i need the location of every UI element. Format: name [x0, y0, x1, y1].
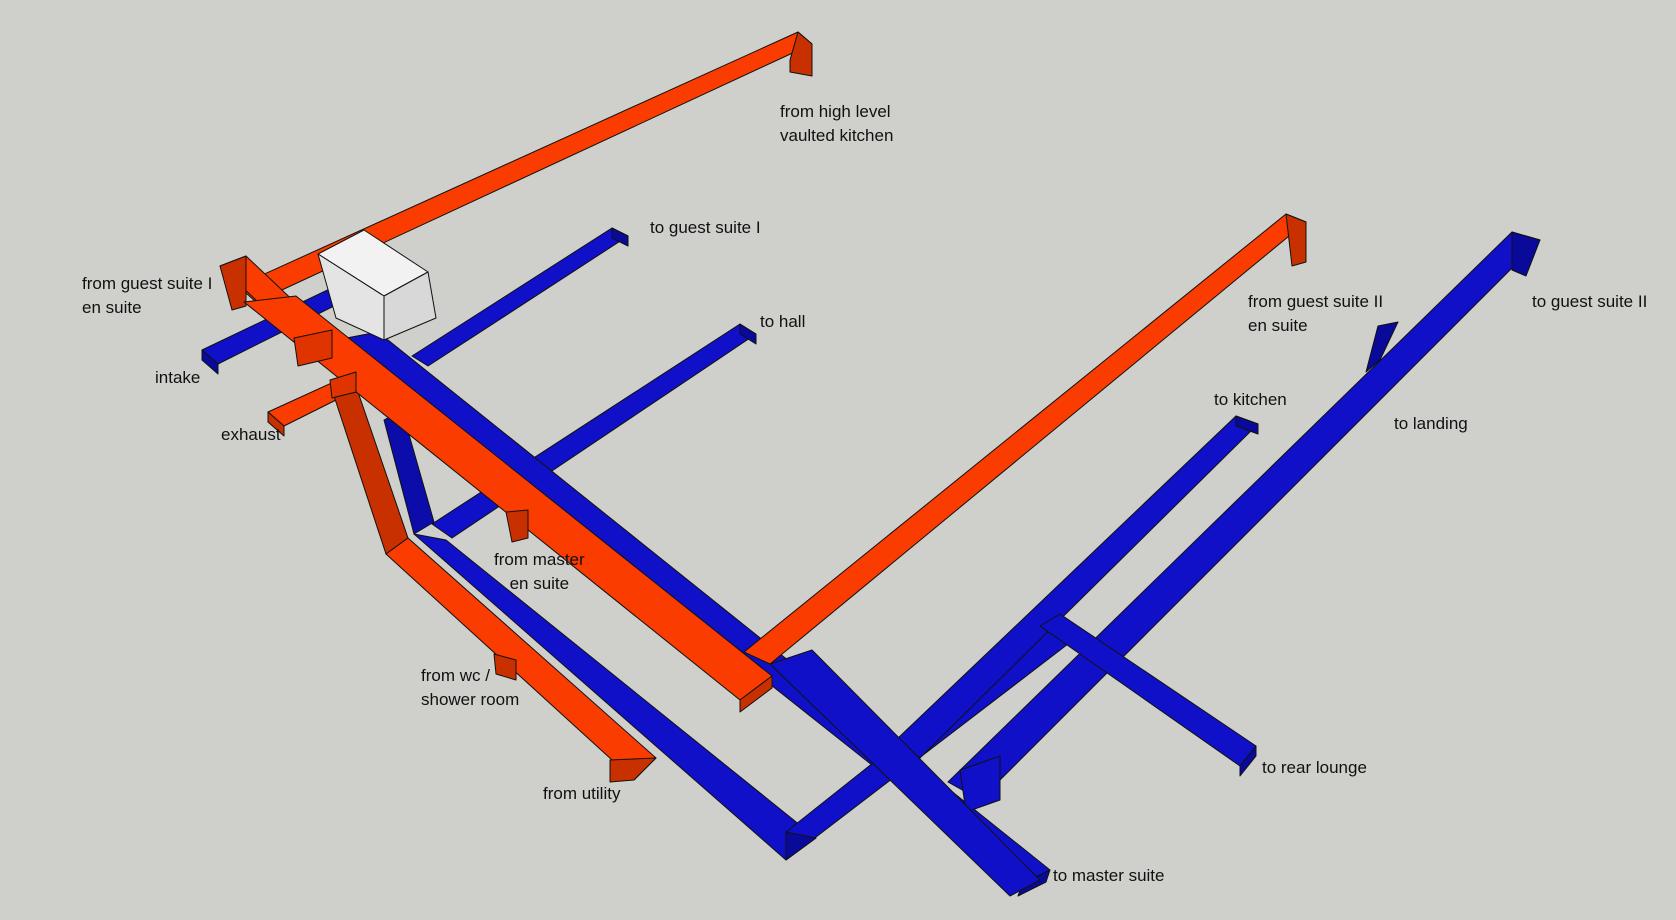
duct-exhaust-end [267, 411, 285, 437]
label-to-hall: to hall [760, 312, 806, 331]
supply-ducts-front [769, 649, 1041, 897]
label-to-master-suite: to master suite [1053, 866, 1165, 885]
duct-collar [293, 329, 333, 367]
duct-extract-trunk-end [739, 675, 773, 713]
duct-intake-end [201, 349, 219, 375]
duct-collar-lower [329, 371, 357, 399]
label-intake: intake [155, 368, 201, 387]
duct-from-guest-suite-1-end [219, 255, 247, 311]
extract-ducts [219, 31, 1307, 783]
duct-to-guest-suite-1 [411, 227, 629, 367]
label-to-kitchen: to kitchen [1214, 390, 1287, 409]
duct-from-master-en-suite [505, 509, 529, 543]
duct-to-guest-suite-2 [947, 231, 1541, 801]
duct-to-landing [1365, 321, 1399, 373]
duct-to-kitchen-end [1235, 415, 1259, 435]
unit-right [383, 271, 437, 341]
duct-utility-end [609, 757, 657, 783]
duct-to-kitchen [895, 415, 1259, 759]
label-from-guest-suite-2-en-suite: from guest suite II en suite [1248, 292, 1384, 335]
duct-to-hall-end [739, 323, 757, 345]
label-to-guest-suite-1: to guest suite I [650, 218, 761, 237]
label-from-wc-shower-room: from wc / shower room [421, 666, 520, 709]
label-from-utility: from utility [543, 784, 621, 803]
label-exhaust: exhaust [221, 425, 281, 444]
duct-supply-corner [785, 831, 817, 861]
label-to-guest-suite-2: to guest suite II [1532, 292, 1648, 311]
label-to-rear-lounge: to rear lounge [1262, 758, 1367, 777]
duct-supply-trunk-front [769, 649, 1041, 897]
duct-to-guest-suite-2-end [1511, 231, 1541, 277]
duct-rear-lounge-end [1239, 745, 1257, 777]
duct-high-level-end [789, 31, 813, 77]
duct-to-guest-suite-1-end [611, 227, 629, 247]
label-from-guest-suite-1-en-suite: from guest suite I en suite [82, 274, 213, 317]
duct-from-guest-suite-2-end [1285, 213, 1307, 267]
duct-from-wc [493, 653, 517, 681]
label-to-landing: to landing [1394, 414, 1468, 433]
label-from-master-en-suite: from master en suite [494, 550, 585, 593]
duct-link [959, 755, 1001, 813]
mvhr-unit [317, 229, 437, 341]
label-from-high-level-kitchen: from high level vaulted kitchen [780, 102, 894, 145]
